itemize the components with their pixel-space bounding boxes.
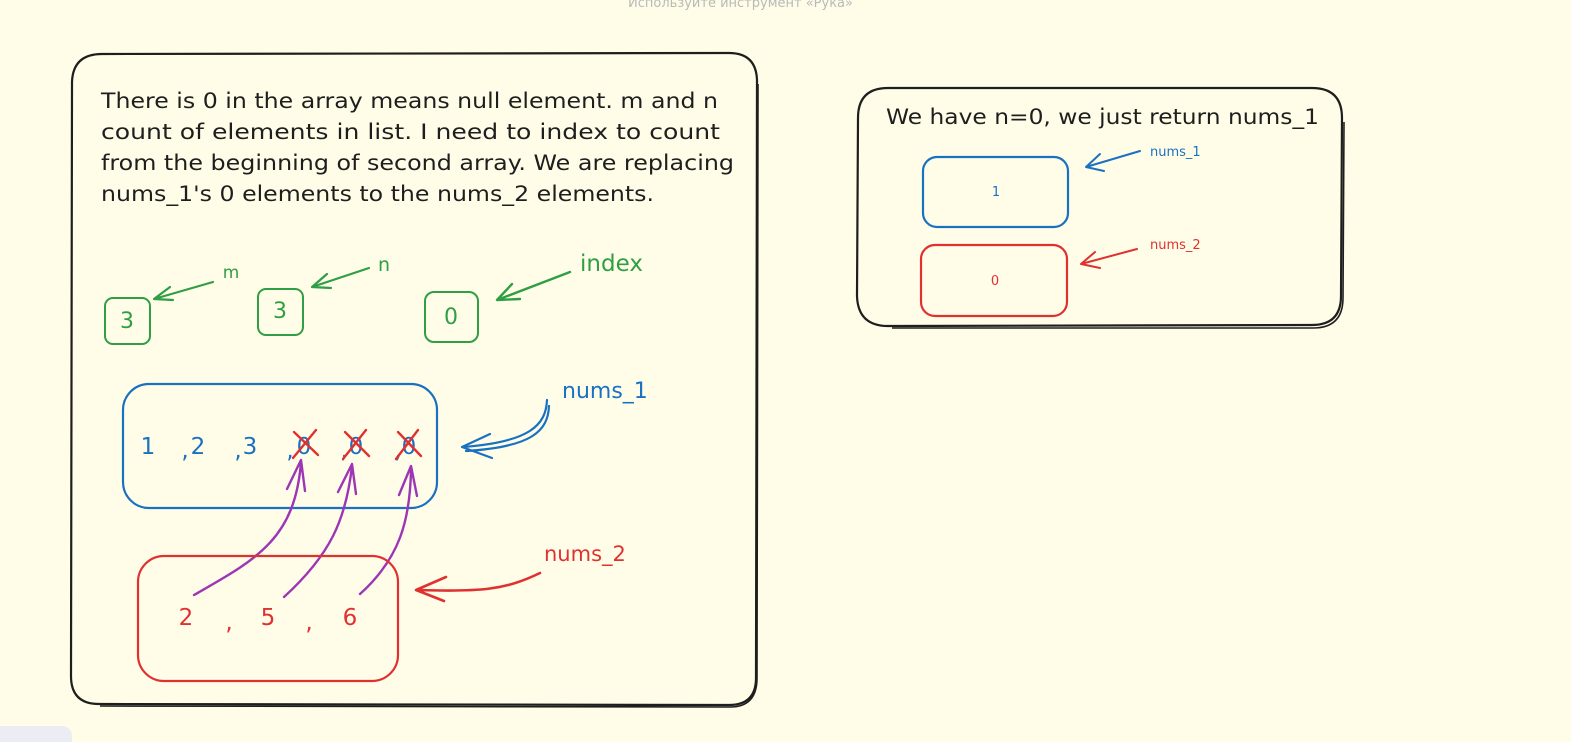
cross-mark-2 <box>341 428 371 461</box>
nums-2-sep-1: , <box>225 610 232 636</box>
nums-1-item-1: 1 <box>141 434 156 460</box>
result-nums-1-box[interactable] <box>921 155 1070 229</box>
arrow-result-nums-2 <box>1080 248 1138 269</box>
tool-hint: Используйте инструмент «Рука» <box>628 0 853 11</box>
nums-1-sep-2: , <box>234 438 241 464</box>
result-nums-2-box[interactable] <box>919 243 1069 318</box>
counter-n-box[interactable] <box>257 288 304 336</box>
corner-toolbar-tab[interactable] <box>0 726 72 742</box>
arrow-nums-1 <box>460 398 551 460</box>
result-nums-1-value: 1 <box>992 185 1000 200</box>
cross-marks <box>291 428 423 461</box>
counter-index-label: index <box>580 251 643 277</box>
mapping-arrow-1 <box>192 458 307 597</box>
result-nums-1-label: nums_1 <box>1150 145 1201 160</box>
mapping-arrow-2 <box>282 462 358 599</box>
result-nums-2-label: nums_2 <box>1150 238 1201 253</box>
arrow-result-nums-1 <box>1085 150 1141 172</box>
nums-1-label: nums_1 <box>562 379 648 404</box>
nums-1-sep-5: , <box>394 438 401 464</box>
result-nums-2-value: 0 <box>991 274 999 289</box>
left-panel-frame-shadow <box>99 83 759 708</box>
arrow-nums-2 <box>414 571 542 603</box>
nums-1-sep-4: , <box>340 438 347 464</box>
nums-1-values: 1 , 2 , 3 , 0 , 0 , 0 <box>141 434 417 464</box>
mapping-arrows <box>192 458 419 599</box>
nums-2-values: 2 , 5 , 6 <box>179 605 358 636</box>
nums-1-array[interactable]: 1 , 2 , 3 , 0 , 0 , 0 <box>121 379 648 510</box>
counter-index-box[interactable] <box>424 291 479 343</box>
nums-1-sep-3: , <box>286 438 293 464</box>
counter-m-value: 3 <box>120 309 134 334</box>
nums-1-item-2: 2 <box>191 434 206 460</box>
explanation-line-1: There is 0 in the array means null eleme… <box>100 89 718 113</box>
counter-n-label: n <box>378 254 390 276</box>
nums-2-item-2: 5 <box>261 605 276 631</box>
result-nums-1[interactable]: 1 nums_1 <box>921 145 1201 229</box>
right-panel-frame-shadow <box>892 121 1345 329</box>
right-panel-title: We have n=0, we just return nums_1 <box>886 105 1319 130</box>
nums-1-box[interactable] <box>121 382 439 510</box>
mapping-arrow-3 <box>358 464 419 596</box>
nums-2-label: nums_2 <box>544 542 626 567</box>
counter-index[interactable]: 0 index <box>424 251 643 343</box>
counter-m-label: m <box>223 263 240 283</box>
cross-mark-3 <box>394 428 423 461</box>
nums-2-item-3: 6 <box>343 605 358 631</box>
left-panel[interactable]: There is 0 in the array means null eleme… <box>69 51 759 708</box>
nums-1-item-3: 3 <box>243 434 258 460</box>
right-panel[interactable]: We have n=0, we just return nums_1 1 num… <box>855 86 1345 329</box>
nums-2-item-1: 2 <box>179 605 194 631</box>
arrow-m <box>152 280 215 302</box>
explanation-text: There is 0 in the array means null eleme… <box>100 89 734 207</box>
counter-n[interactable]: 3 n <box>257 254 390 336</box>
counter-m[interactable]: 3 m <box>104 263 240 345</box>
arrow-index <box>495 270 572 302</box>
nums-2-array[interactable]: 2 , 5 , 6 nums_2 <box>136 542 626 683</box>
counter-n-value: 3 <box>273 299 287 324</box>
left-panel-frame[interactable] <box>69 51 759 707</box>
explanation-line-2: count of elements in list. I need to ind… <box>101 120 720 144</box>
right-panel-frame[interactable] <box>855 86 1344 328</box>
nums-2-sep-2: , <box>305 610 312 636</box>
counter-index-value: 0 <box>444 305 458 330</box>
counter-m-box[interactable] <box>104 297 151 345</box>
explanation-line-3: from the beginning of second array. We a… <box>101 151 734 175</box>
nums-2-box[interactable] <box>136 554 400 683</box>
explanation-line-4: nums_1's 0 elements to the nums_2 elemen… <box>101 182 654 207</box>
arrow-n <box>310 266 371 290</box>
cross-mark-1 <box>291 428 320 460</box>
result-nums-2[interactable]: 0 nums_2 <box>919 238 1201 318</box>
nums-1-sep-1: , <box>181 438 188 464</box>
